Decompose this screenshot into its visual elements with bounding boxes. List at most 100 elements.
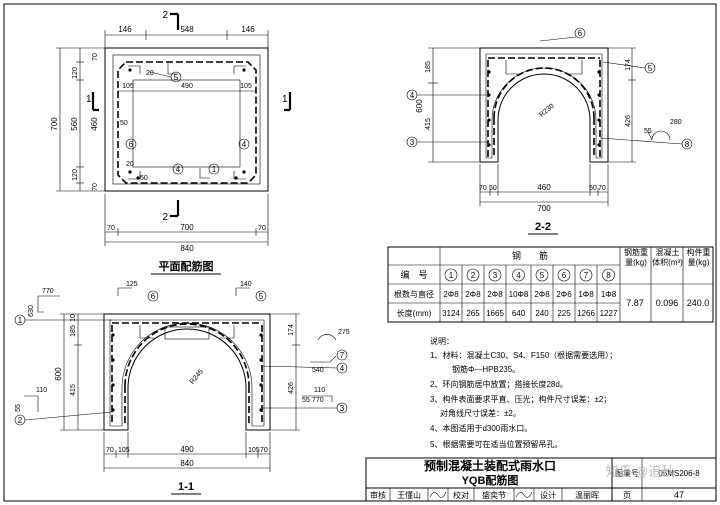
table-length-2: 265 [466, 309, 480, 318]
tb-atlas-label: 图集号 [615, 468, 639, 478]
section11-dim-b70a: 70 [106, 447, 114, 454]
table-spec-2: 2Φ8 [465, 290, 481, 299]
sheet-border [3, 3, 717, 502]
tb-review-signature [429, 491, 447, 498]
table-number-circle-5 [535, 268, 549, 282]
plan-marker-4a: 4 [176, 165, 181, 174]
section22-radius: R230 [538, 103, 555, 119]
table-number-5: 5 [540, 271, 545, 280]
table-length-4: 640 [512, 309, 526, 318]
plan-dim-20b: 20 [126, 161, 134, 168]
note-2: 2、环向钢筋居中放置；搭接长度28d。 [430, 379, 568, 389]
plan-dim-460: 460 [90, 117, 99, 131]
plan-dim-50b: 50 [140, 175, 148, 182]
plan-dim-560: 560 [70, 117, 79, 131]
section11-title: 1-1 [178, 481, 194, 493]
table-volume: 0.096 [656, 298, 679, 308]
section22-dim-426: 426 [625, 115, 632, 127]
plan-section-1-right: 1 [282, 94, 288, 105]
section22-hook-280: 280 [670, 119, 682, 126]
note-3: 3、构件表面要求平直、压光；构件尺寸误差：±2； [430, 394, 611, 404]
section22-dim-600: 600 [415, 99, 424, 113]
tb-design-name: 温丽晖 [575, 491, 599, 500]
section11-dim-275: 275 [338, 329, 350, 336]
table-col-no: 编 号 [400, 269, 427, 280]
table-spec-3: 2Φ8 [487, 290, 503, 299]
table-number-3: 3 [493, 271, 498, 280]
section11-dim-540: 540 [312, 367, 324, 374]
table-number-4: 4 [516, 271, 521, 280]
table-number-circle-8 [602, 268, 615, 282]
note-4: 4、本图适用于d300雨水口。 [430, 423, 532, 433]
section22-marker-3: 3 [410, 138, 415, 147]
tb-check-label: 校对 [453, 490, 469, 500]
table-length-5: 240 [535, 309, 549, 318]
section22-dim-50a: 50 [489, 185, 497, 192]
table-col-weight: 钢筋重量(kg) [624, 248, 648, 267]
watermark: 知乎 @追秋 [606, 464, 675, 479]
tb-page-label: 页 [623, 491, 631, 500]
tb-subtitle: YQB配筋图 [462, 473, 519, 487]
plan-marker-1: 1 [212, 165, 217, 174]
plan-section-2-bottom: 2 [162, 212, 168, 223]
note-5: 5、根据需要可在适当位置预留吊孔。 [430, 439, 562, 449]
section11-dim-110b: 110 [314, 387, 325, 394]
plan-dim-146b: 146 [241, 25, 255, 34]
table-number-circle-3 [488, 268, 502, 282]
table-length-8: 1227 [600, 309, 618, 318]
plan-dim-w70b: 70 [258, 225, 266, 232]
tb-atlas-no: 05MS206-8 [658, 469, 700, 478]
section22-dim-174: 174 [625, 59, 632, 71]
plan-dim-548: 548 [180, 25, 194, 34]
table-number-7: 7 [584, 271, 589, 280]
note-1b: 钢筋Φ—HPB235。 [452, 364, 520, 374]
section-1-1: R245 770 630 1 125 6 140 5 10 185 600 41… [14, 281, 350, 495]
table-number-circle-1 [444, 268, 458, 282]
section22-marker-6: 6 [578, 29, 583, 38]
section11-outline [103, 313, 271, 431]
table-number-2: 2 [471, 271, 476, 280]
plan-dim-70a: 70 [92, 53, 99, 61]
table-number-circle-4 [512, 268, 525, 282]
plan-dim-70b: 70 [92, 183, 99, 191]
section11-marker-4: 4 [340, 364, 345, 373]
plan-dim-105a: 105 [122, 83, 134, 90]
section11-marker-6: 6 [151, 292, 156, 301]
plan-dim-105b: 105 [240, 83, 252, 90]
plan-dim-700v: 700 [50, 117, 59, 131]
section22-dim-185: 185 [425, 61, 432, 73]
section22-hook-55: 55 [644, 128, 652, 135]
section11-dim-140: 140 [240, 281, 252, 288]
section22-marker-4: 4 [410, 91, 415, 100]
section11-dim-b490: 490 [180, 445, 194, 454]
plan-dim-w70a: 70 [107, 225, 115, 232]
section11-dim-600: 600 [54, 367, 63, 381]
plan-section-2-top: 2 [162, 10, 168, 21]
table-spec-1: 2Φ8 [443, 290, 459, 299]
section11-dim-b70b: 70 [260, 447, 268, 454]
table-length-6: 225 [557, 309, 571, 318]
plan-dim-146a: 146 [118, 25, 132, 34]
section11-dim-b840: 840 [180, 459, 194, 468]
section11-radius: R245 [189, 368, 205, 385]
section-2-2: R230 185 600 415 174 426 6 5 4 3 8 55 28… [406, 27, 693, 235]
table-row-len: 长度(mm) [397, 308, 432, 318]
tb-page-no: 47 [674, 490, 684, 500]
table-number-6: 6 [562, 271, 567, 280]
plan-outline [104, 47, 269, 192]
table-number-circle-6 [557, 268, 571, 282]
section11-dim-125: 125 [126, 281, 138, 288]
section11-dim-770: 770 [42, 288, 54, 295]
notes: 说明： 1、材料：混凝土C30、S4、F150（根据需要选用）； 钢筋Φ—HPB… [430, 336, 617, 449]
section22-dim-460: 460 [537, 183, 551, 192]
table-mass: 240.0 [687, 298, 710, 308]
table-spec-8: 1Φ8 [601, 290, 617, 299]
section11-dim-b105a: 105 [118, 447, 130, 454]
section22-dim-700: 700 [537, 204, 551, 213]
plan-dim-120b: 120 [72, 169, 79, 181]
rebar-schedule-table: 钢 筋 编 号 根数与直径 长度(mm) 钢筋重量(kg) 混凝土体积(m³) … [387, 246, 714, 323]
section11-dim-415: 415 [70, 384, 77, 396]
table-weight: 7.87 [626, 298, 644, 308]
section22-dim-415: 415 [425, 118, 432, 130]
